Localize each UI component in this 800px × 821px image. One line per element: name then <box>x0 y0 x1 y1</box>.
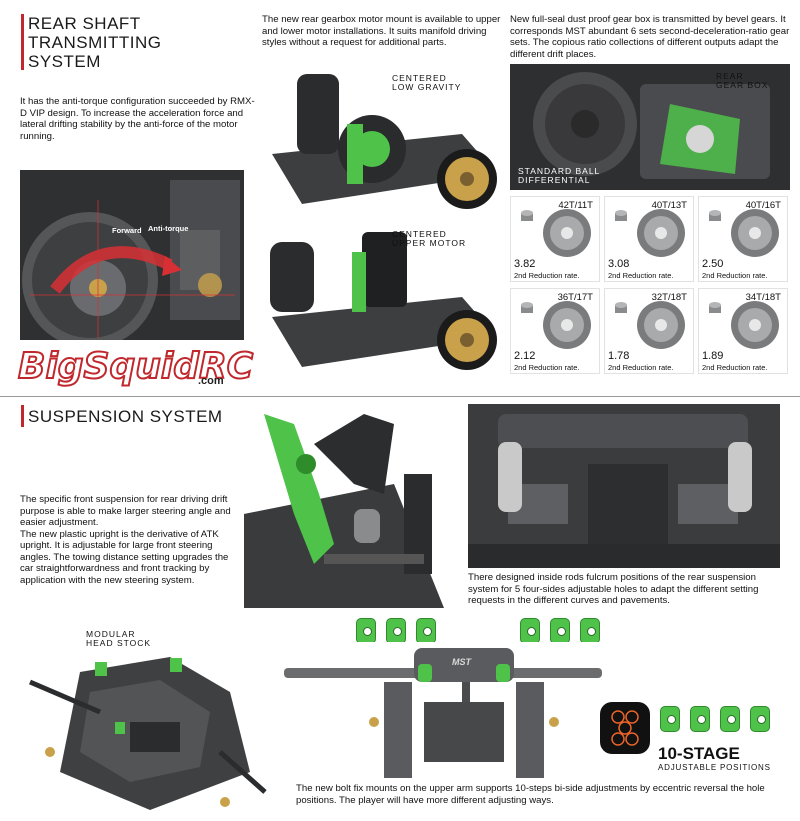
gear-ratio-label: 34T/18T <box>745 292 781 303</box>
gearbox-illustration <box>510 64 790 190</box>
section-title-suspension: SUSPENSION SYSTEM <box>28 407 223 426</box>
gear-reduction-caption: 2nd Reduction rate. <box>514 363 580 372</box>
eccentric-holes-icon <box>611 710 639 746</box>
callout-line: REAR <box>716 71 744 81</box>
eccentric-mount-icon <box>520 618 540 644</box>
bevel-gear-icon <box>521 301 591 349</box>
gear-ratio-label: 40T/13T <box>651 200 687 211</box>
bevel-gear-icon <box>615 209 685 257</box>
upper-arm-photo: MST <box>284 642 602 780</box>
callout-line: CENTERED <box>392 73 447 83</box>
callout-line: GEAR BOX <box>716 80 769 90</box>
gear-ratio-label: 32T/18T <box>651 292 687 303</box>
stage-label: ADJUSTABLE POSITIONS <box>658 763 771 772</box>
gear-reduction-value: 3.82 <box>514 258 536 270</box>
gear-reduction-caption: 2nd Reduction rate. <box>514 271 580 280</box>
gear-reduction-caption: 2nd Reduction rate. <box>608 271 674 280</box>
bevel-gear-icon <box>521 209 591 257</box>
brand-logo: MST <box>452 657 471 667</box>
callout-line: MODULAR <box>86 629 136 639</box>
label-anti-torque: Anti-torque <box>148 224 189 233</box>
bevel-gear-icon <box>709 209 779 257</box>
gear-reduction-caption: 2nd Reduction rate. <box>608 363 674 372</box>
adjustment-diagram <box>600 702 650 754</box>
callout-head-stock: MODULAR HEAD STOCK <box>86 630 151 648</box>
section-accent-bar <box>21 405 24 427</box>
gear-ratio-label: 40T/16T <box>745 200 781 211</box>
rear-suspension-text: There designed inside rods fulcrum posit… <box>468 572 759 606</box>
bevel-gear-icon <box>615 301 685 349</box>
eccentric-mount-icon <box>690 706 710 732</box>
eccentric-mount-icon <box>750 706 770 732</box>
title-line: REAR SHAFT <box>28 14 141 33</box>
callout-rear-gearbox: REAR GEAR BOX <box>716 72 768 90</box>
watermark-domain: .com <box>198 375 224 387</box>
label-forward: Forward <box>112 226 142 235</box>
anti-torque-photo: Forward Anti-torque <box>20 170 244 340</box>
front-suspension-illustration <box>244 404 464 608</box>
gear-reduction-caption: 2nd Reduction rate. <box>702 271 768 280</box>
section-divider <box>0 396 800 397</box>
callout-centered-low: CENTERED LOW GRAVITY <box>392 74 461 92</box>
callout-line: CENTERED <box>392 229 447 239</box>
title-line: SYSTEM <box>28 52 101 71</box>
gear-ratio-label: 36T/17T <box>557 292 593 303</box>
eccentric-mount-icon <box>356 618 376 644</box>
section-accent-bar <box>21 14 24 70</box>
callout-ball-diff: STANDARD BALL DIFFERENTIAL <box>518 167 600 185</box>
section-title-rear-shaft: REAR SHAFT TRANSMITTING SYSTEM <box>28 14 162 71</box>
rear-suspension-illustration <box>468 404 780 568</box>
title-line: TRANSMITTING <box>28 33 162 52</box>
watermark-logo: BigSquidRC <box>17 345 254 388</box>
gear-reduction-value: 3.08 <box>608 258 630 270</box>
upper-motor-photo <box>262 222 502 372</box>
low-gravity-photo <box>262 64 502 214</box>
callout-line: UPPER MOTOR <box>392 238 467 248</box>
gear-reduction-caption: 2nd Reduction rate. <box>702 363 768 372</box>
gear-ratio-label: 42T/11T <box>558 200 593 211</box>
callout-line: STANDARD BALL <box>518 166 601 176</box>
callout-line: DIFFERENTIAL <box>518 175 591 185</box>
rear-intro-text: It has the anti-torque configuration suc… <box>20 96 255 142</box>
gear-reduction-value: 1.89 <box>702 350 724 362</box>
gearbox-photo <box>510 64 790 190</box>
front-suspension-text: The specific front suspension for rear d… <box>20 494 231 586</box>
eccentric-mount-icon <box>416 618 436 644</box>
front-suspension-photo <box>244 404 464 608</box>
head-stock-illustration <box>20 652 270 812</box>
upper-arm-illustration <box>284 642 602 780</box>
eccentric-mount-icon <box>386 618 406 644</box>
gear-reduction-value: 2.12 <box>514 350 536 362</box>
stage-number: 10-STAGE <box>658 744 740 763</box>
motor-mount-text: The new rear gearbox motor mount is avai… <box>262 14 501 48</box>
bevel-gear-icon <box>709 301 779 349</box>
callout-centered-upper: CENTERED UPPER MOTOR <box>392 230 466 248</box>
callout-line: HEAD STOCK <box>86 638 152 648</box>
bolt-mount-text: The new bolt fix mounts on the upper arm… <box>296 783 765 806</box>
head-stock-photo <box>20 652 270 812</box>
eccentric-mount-icon <box>550 618 570 644</box>
low-gravity-illustration <box>262 64 502 214</box>
callout-line: LOW GRAVITY <box>392 82 462 92</box>
eccentric-mount-icon <box>580 618 600 644</box>
gear-reduction-value: 2.50 <box>702 258 724 270</box>
chassis-illustration <box>20 170 244 340</box>
gear-reduction-value: 1.78 <box>608 350 630 362</box>
rear-suspension-photo <box>468 404 780 568</box>
gearbox-text: New full-seal dust proof gear box is tra… <box>510 14 790 60</box>
eccentric-mount-icon <box>720 706 740 732</box>
eccentric-mount-icon <box>660 706 680 732</box>
upper-motor-illustration <box>262 222 502 372</box>
